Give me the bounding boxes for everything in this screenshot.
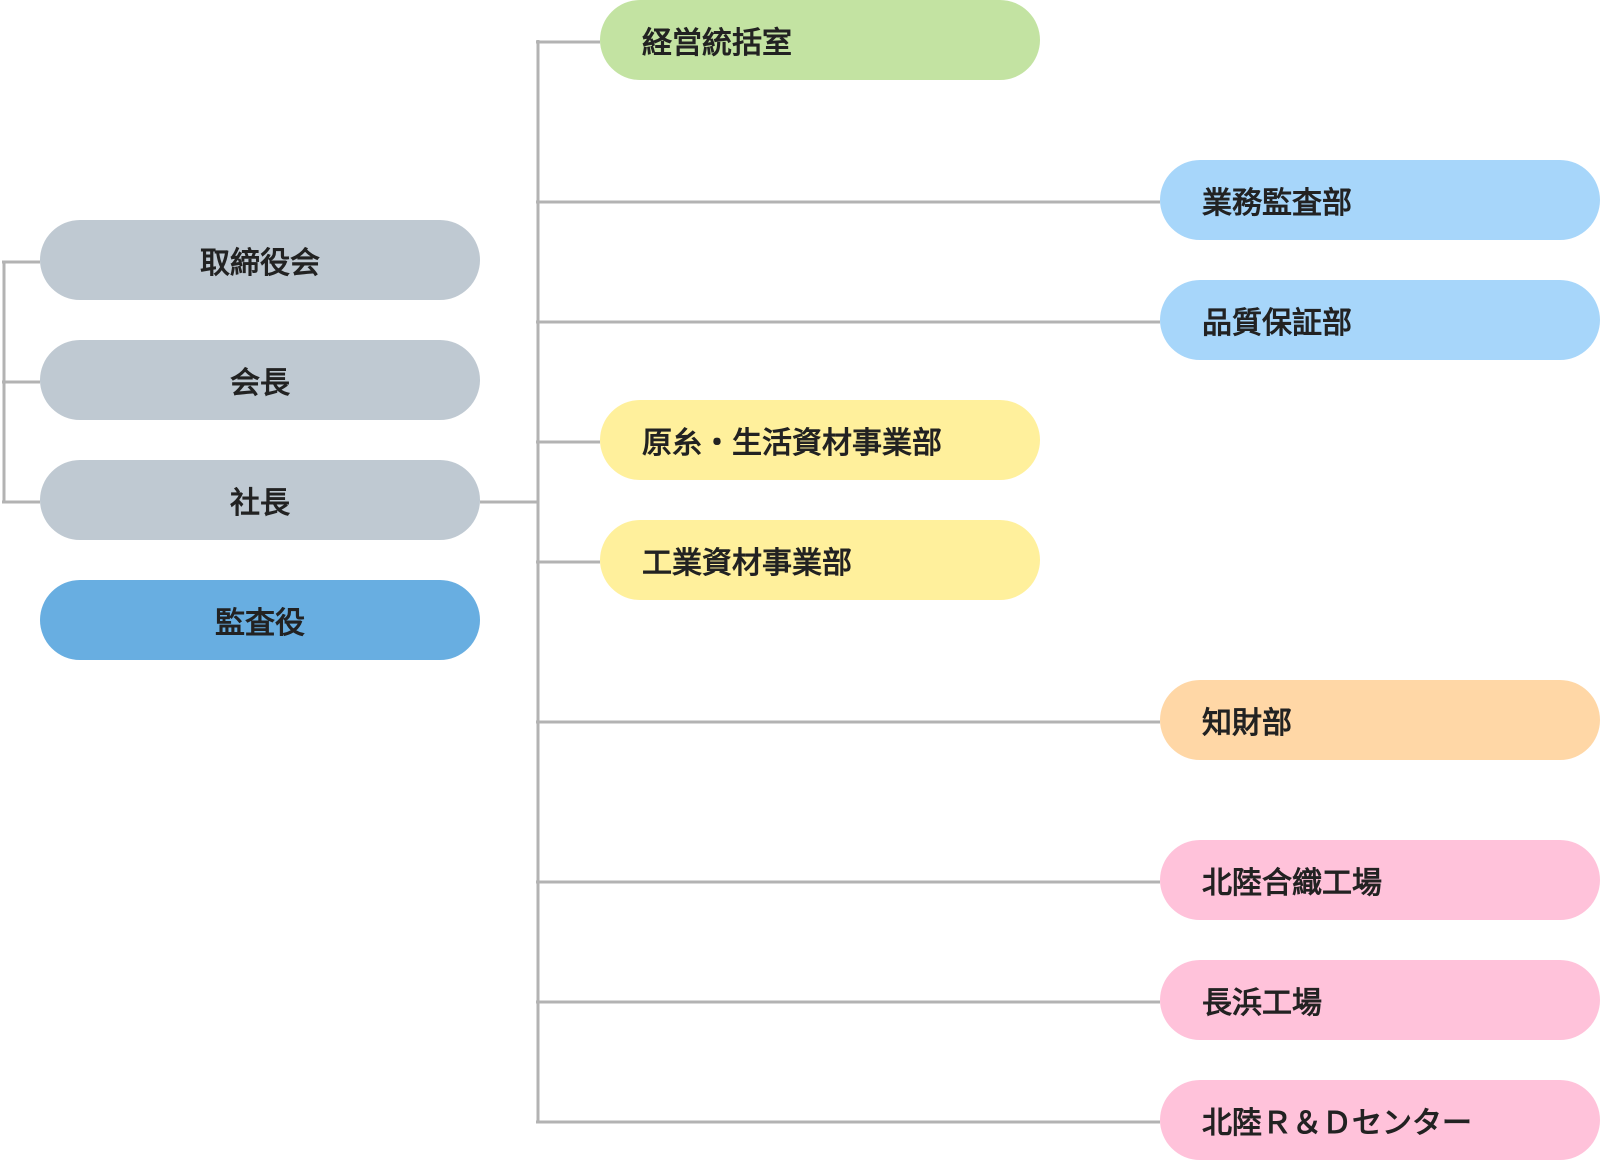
node-hokuriku-rd: 北陸Ｒ＆Ｄセンター (1160, 1080, 1600, 1160)
node-hokuriku-weaving: 北陸合織工場 (1160, 840, 1600, 920)
node-chairman: 会長 (40, 340, 480, 420)
node-management-office: 経営統括室 (600, 0, 1040, 80)
node-auditor-label: 監査役 (215, 606, 305, 641)
node-board: 取締役会 (40, 220, 480, 300)
node-industrial-materials-label: 工業資材事業部 (642, 546, 852, 581)
node-board-label: 取締役会 (200, 246, 320, 281)
node-yarn-materials-label: 原糸・生活資材事業部 (642, 426, 942, 461)
node-president: 社長 (40, 460, 480, 540)
node-quality-assurance: 品質保証部 (1160, 280, 1600, 360)
node-nagahama-factory: 長浜工場 (1160, 960, 1600, 1040)
node-quality-assurance-label: 品質保証部 (1202, 306, 1352, 341)
node-auditor: 監査役 (40, 580, 480, 660)
node-management-office-label: 経営統括室 (642, 26, 792, 61)
node-yarn-materials: 原糸・生活資材事業部 (600, 400, 1040, 480)
node-hokuriku-weaving-label: 北陸合織工場 (1202, 866, 1382, 901)
node-hokuriku-rd-label: 北陸Ｒ＆Ｄセンター (1202, 1106, 1472, 1141)
node-industrial-materials: 工業資材事業部 (600, 520, 1040, 600)
node-president-label: 社長 (230, 486, 290, 521)
node-ip-label: 知財部 (1202, 706, 1292, 741)
node-business-audit-label: 業務監査部 (1202, 186, 1352, 221)
node-business-audit: 業務監査部 (1160, 160, 1600, 240)
node-chairman-label: 会長 (230, 366, 290, 401)
node-nagahama-factory-label: 長浜工場 (1202, 986, 1322, 1021)
node-ip: 知財部 (1160, 680, 1600, 760)
